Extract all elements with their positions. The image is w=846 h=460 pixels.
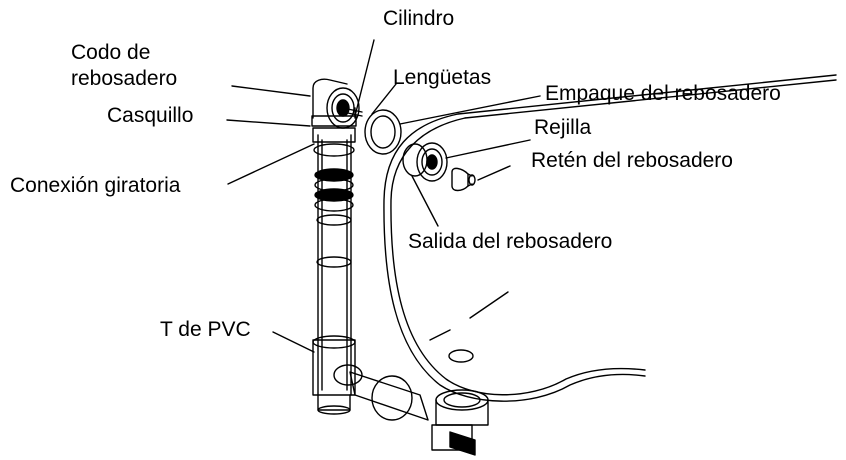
label-casquillo: Casquillo: [107, 104, 194, 127]
label-reten: Retén del rebosadero: [531, 149, 733, 172]
overflow-elbow-part: [311, 78, 360, 129]
label-empaque: Empaque del rebosadero: [545, 82, 781, 105]
label-lenguetas: Lengüetas: [393, 66, 492, 89]
leader-lines: [226, 39, 541, 353]
label-cilindro: Cilindro: [383, 7, 455, 30]
swivel-connection-part: [312, 127, 356, 212]
label-salida: Salida del rebosadero: [408, 230, 613, 253]
label-rejilla: Rejilla: [534, 116, 592, 139]
label-conexion: Conexión giratoria: [10, 174, 181, 197]
label-codo-line2: rebosadero: [71, 67, 178, 90]
overflow-gasket-part: [364, 109, 402, 155]
cylinder-rod: [342, 107, 363, 117]
label-codo-line1: Codo de: [71, 41, 151, 64]
pvc-tee-part: [312, 335, 489, 456]
grille-part: [402, 142, 448, 182]
bathtub-outline: [383, 74, 837, 402]
overflow-retainer-part: [451, 167, 476, 192]
label-t-pvc: T de PVC: [160, 318, 251, 341]
